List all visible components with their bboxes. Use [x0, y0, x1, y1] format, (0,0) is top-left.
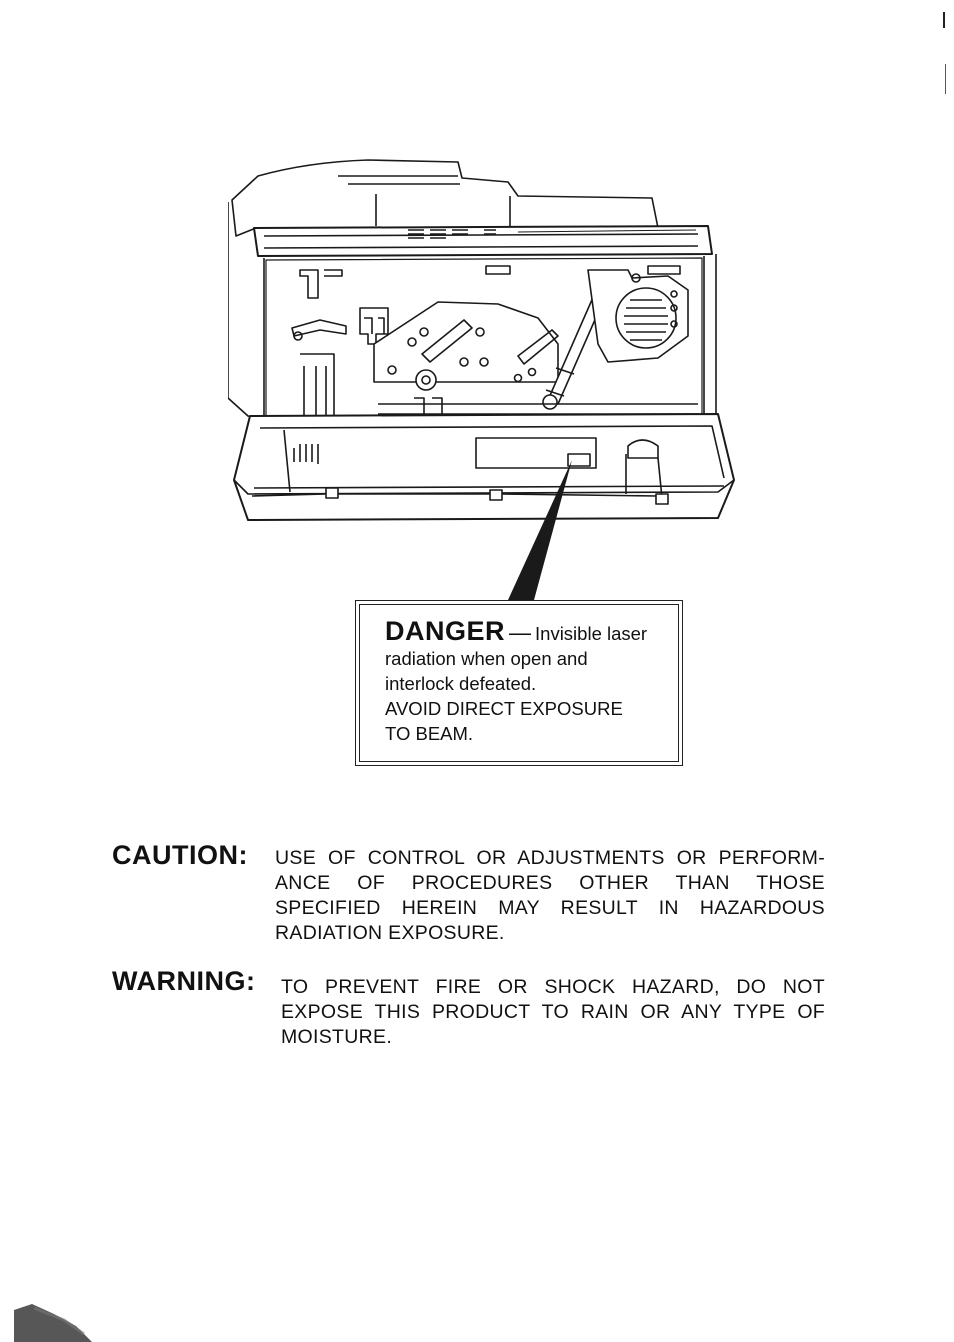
danger-dash: —	[509, 620, 532, 645]
warning-text: TO PREVENT FIRE OR SHOCK HAZARD, DO NOT …	[281, 976, 825, 1048]
label-pointer-arrow	[508, 460, 572, 600]
danger-warning-label: DANGER—Invisible laser radiation when op…	[355, 600, 683, 766]
danger-text-line: TO BEAM.	[385, 723, 474, 744]
danger-label-inner: DANGER—Invisible laser radiation when op…	[359, 604, 679, 762]
caution-heading: CAUTION:	[112, 840, 248, 870]
warning-heading: WARNING:	[112, 966, 256, 996]
danger-first-line: DANGER—Invisible laser	[385, 616, 678, 646]
caution-text: USE OF CONTROL OR ADJUSTMENTS OR PERFORM…	[275, 847, 825, 944]
scan-edge-mark	[945, 64, 946, 94]
machine-open-illustration	[228, 159, 735, 521]
danger-text-line: radiation when open and	[385, 648, 588, 669]
danger-heading: DANGER	[385, 616, 506, 646]
danger-lead-text: Invisible laser	[535, 623, 648, 644]
scan-smudge	[14, 1304, 92, 1342]
danger-text-line: interlock defeated.	[385, 673, 537, 694]
danger-text-line: AVOID DIRECT EXPOSURE	[385, 698, 623, 719]
scan-edge-mark	[943, 12, 945, 28]
